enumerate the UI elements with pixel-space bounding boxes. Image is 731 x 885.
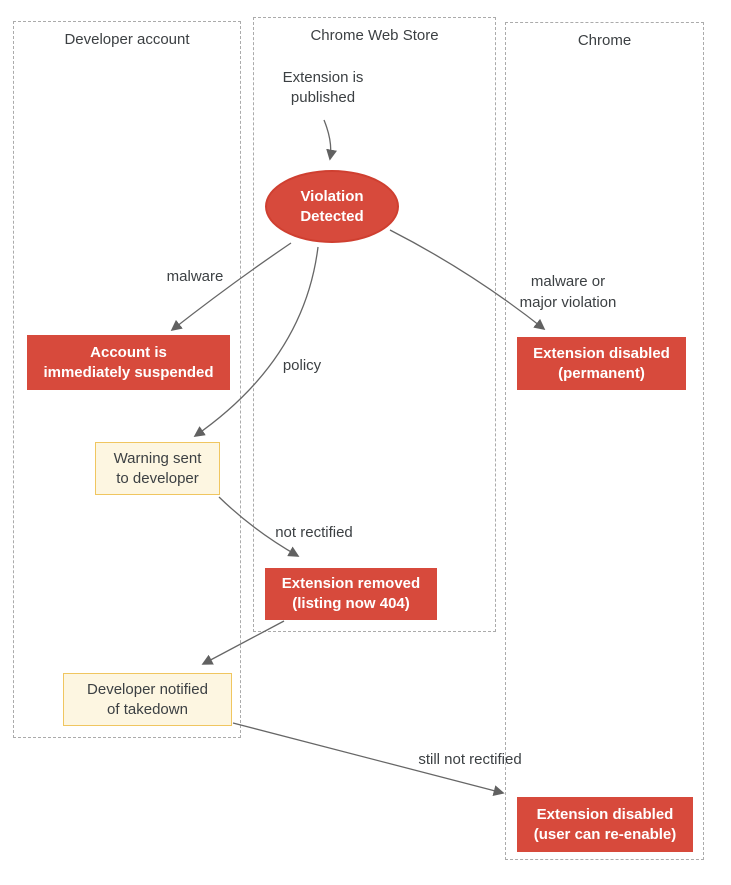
node-warning-sent: Warning sent to developer (95, 442, 220, 495)
edge-label-malware: malware (166, 268, 224, 285)
node-developer-notified: Developer notified of takedown (63, 673, 232, 726)
edge-notified-to-disabled-reenable (232, 722, 505, 796)
lane-title-developer-account: Developer account (64, 31, 190, 48)
edge-label-malware-or-major-violation: malware or major violation (519, 273, 617, 311)
edge-label-not-rectified: not rectified (275, 524, 353, 541)
node-extension-removed: Extension removed (listing now 404) (265, 568, 437, 620)
lane-title-chrome: Chrome (577, 32, 632, 49)
edge-violation-to-warning-sent (193, 246, 319, 437)
edge-label-still-not-rectified: still not rectified (418, 751, 522, 768)
edge-warning-to-extension-removed (218, 496, 300, 557)
node-violation-detected: Violation Detected (265, 170, 399, 243)
lane-chrome-web-store: Chrome Web Store (253, 17, 496, 632)
lane-developer-account: Developer account (13, 21, 241, 738)
edge-removed-to-developer-notified (201, 620, 285, 665)
edge-published-to-violation (323, 119, 338, 161)
node-extension-published: Extension is published (282, 69, 364, 106)
node-account-suspended: Account is immediately suspended (27, 335, 230, 390)
node-extension-disabled-reenable: Extension disabled (user can re-enable) (517, 797, 693, 852)
lane-title-chrome-web-store: Chrome Web Store (310, 27, 439, 44)
edge-violation-to-account-suspended (170, 242, 292, 332)
edge-label-policy: policy (282, 357, 322, 374)
lane-chrome: Chrome (505, 22, 704, 860)
edge-violation-to-disabled-permanent (389, 229, 546, 331)
node-extension-disabled-permanent: Extension disabled (permanent) (517, 337, 686, 390)
